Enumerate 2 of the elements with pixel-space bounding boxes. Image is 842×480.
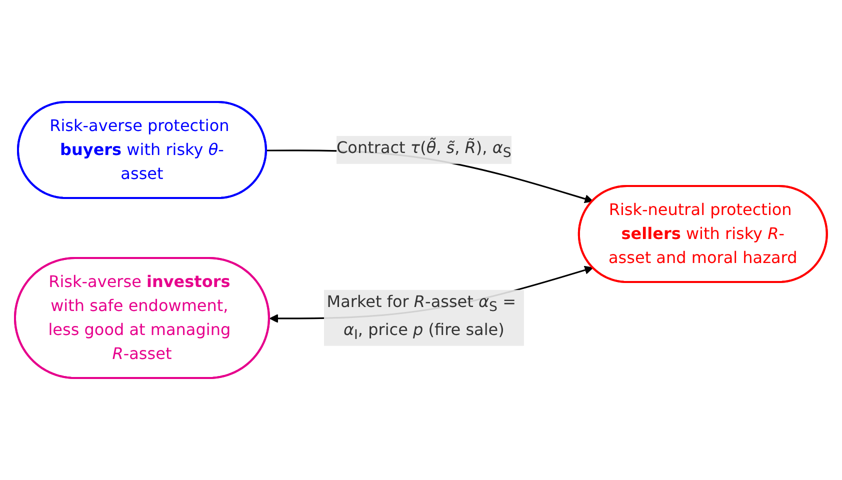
edge-label: Market for R-asset α$_{S}$ = α$_{I}$, price p (fire sale) [326, 292, 516, 344]
edge-label: Contract τ(θ̃, s̃, R̃), α$_{S}$ [336, 138, 512, 162]
